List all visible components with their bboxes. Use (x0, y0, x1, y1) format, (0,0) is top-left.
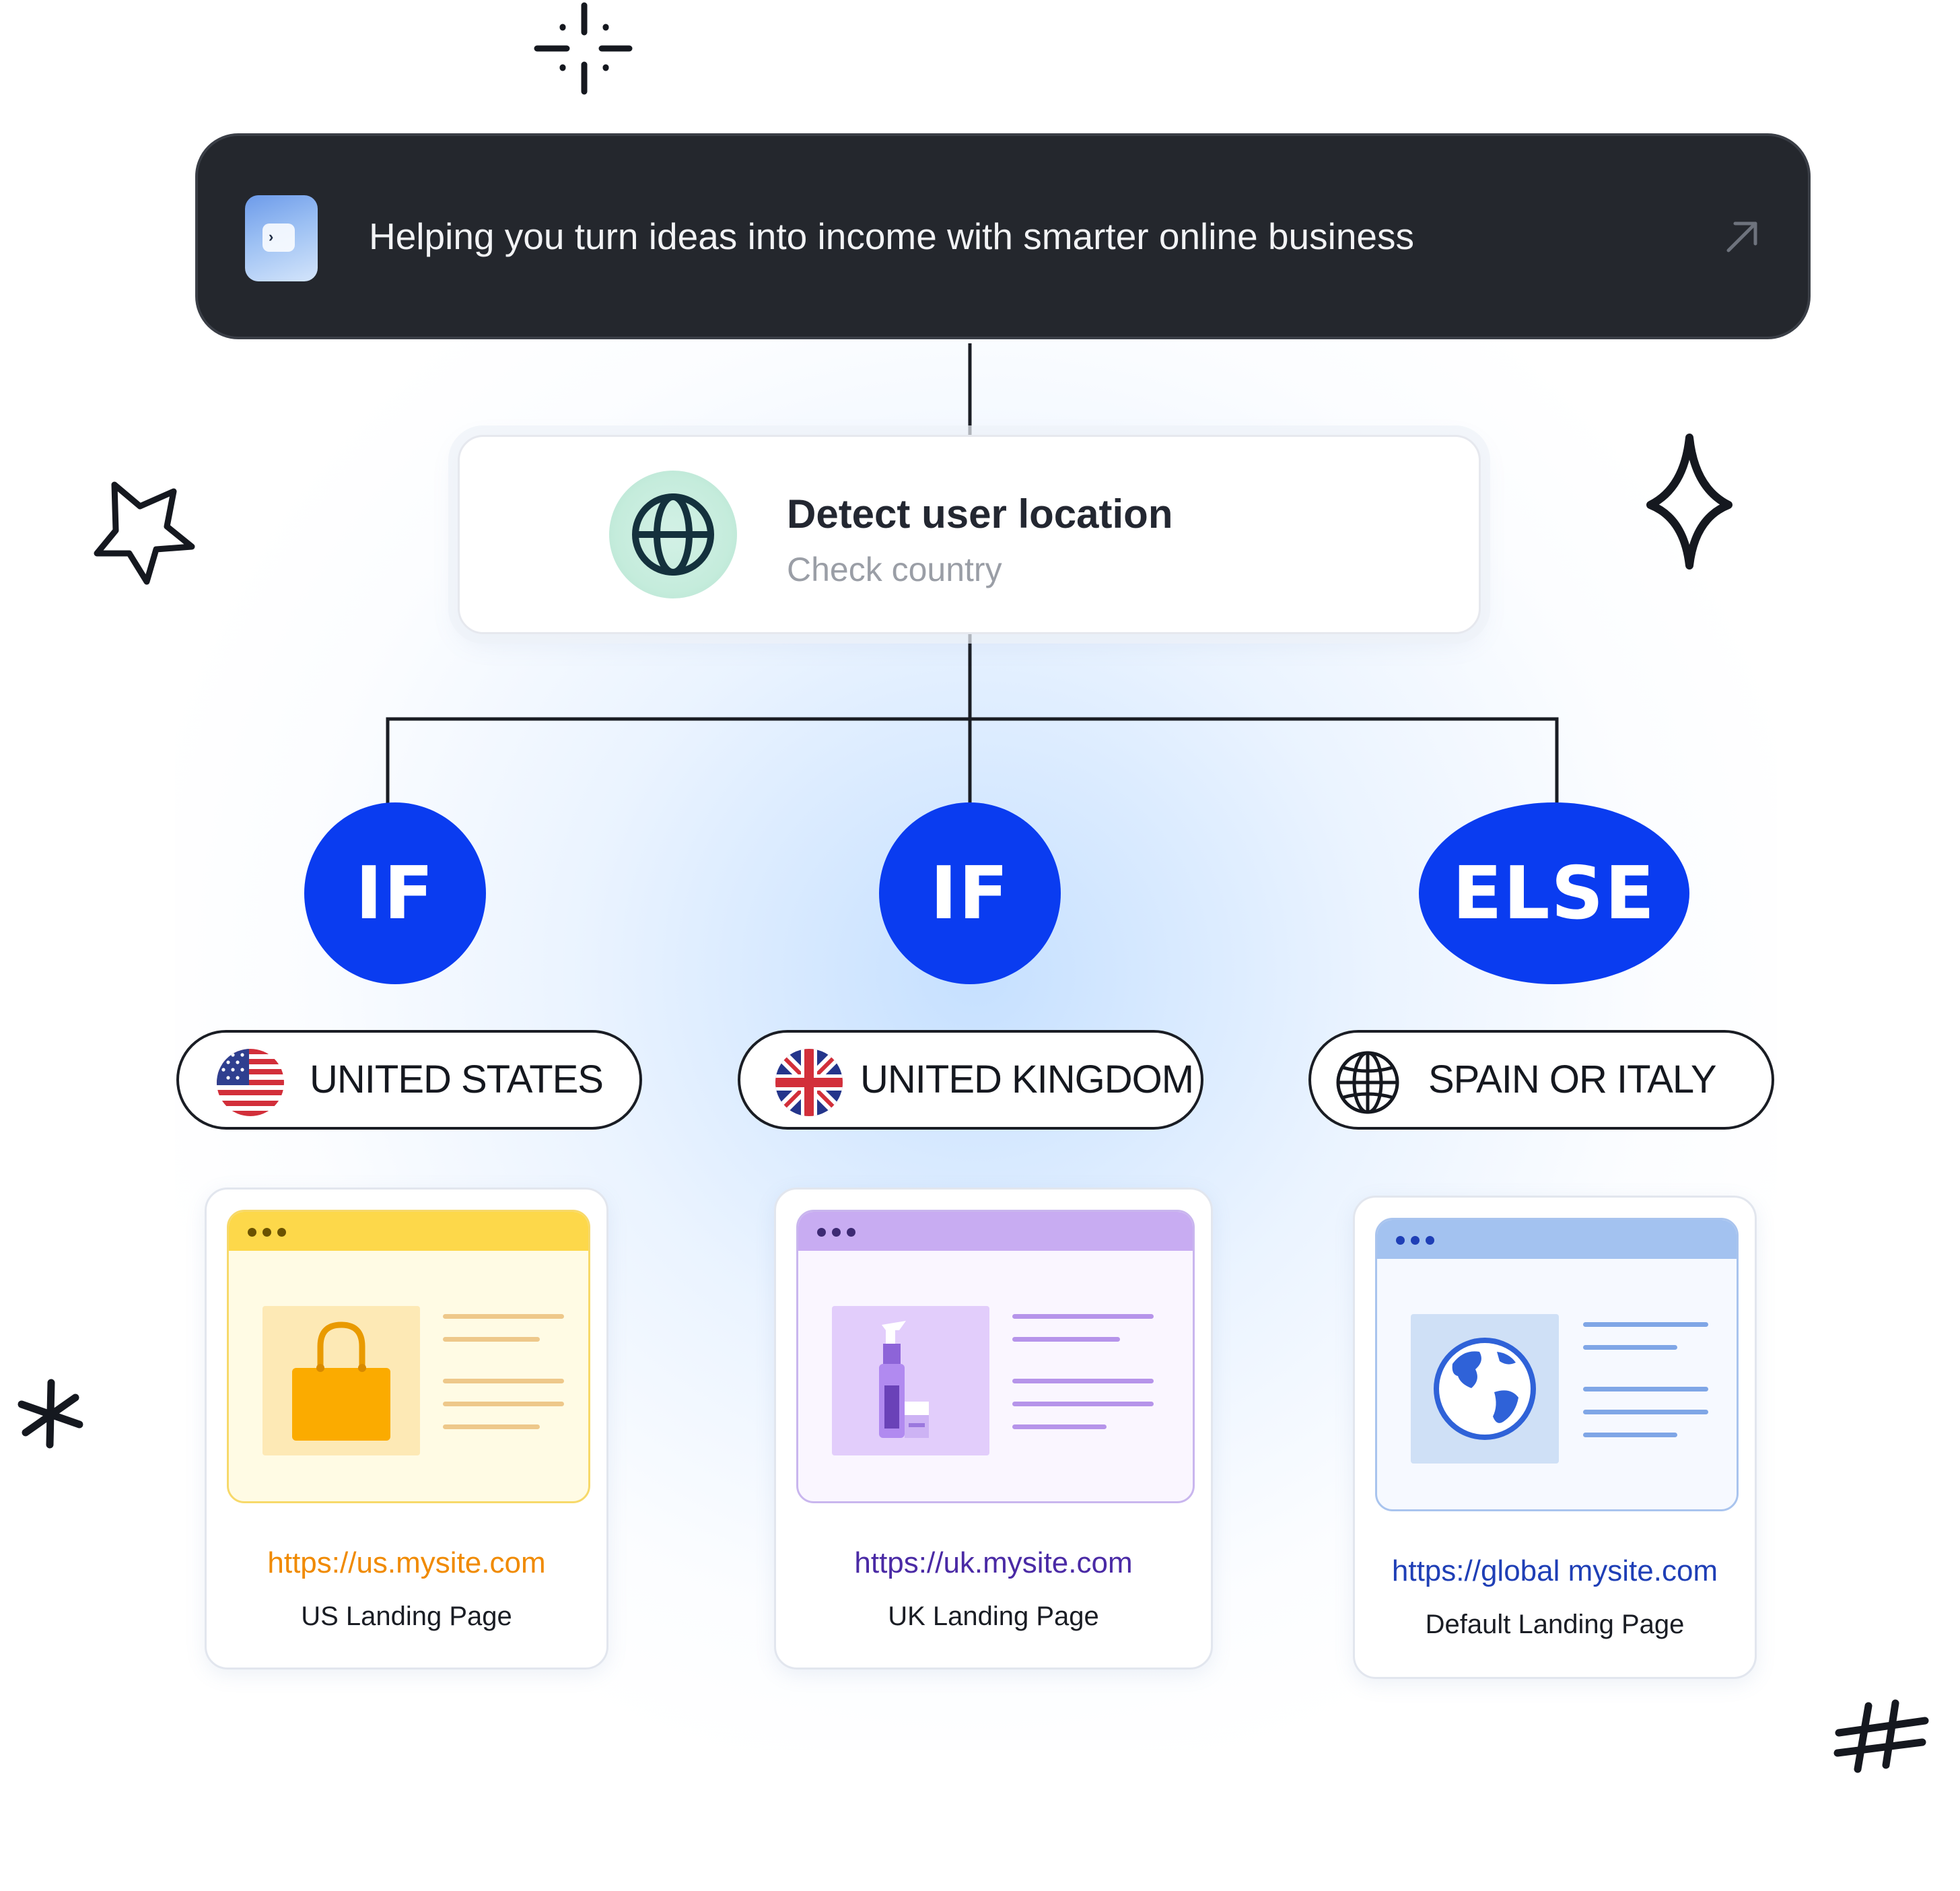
browser-bar (1377, 1220, 1737, 1259)
app-logo-icon: › (245, 195, 318, 281)
browser-mockup-us (227, 1210, 590, 1503)
shopping-bag-icon (292, 1321, 390, 1441)
country-label-us: UNITED STATES (310, 1058, 604, 1101)
browser-mockup-default (1375, 1218, 1739, 1511)
hashtag-icon (1833, 1699, 1929, 1773)
if-badge-us: IF (304, 802, 486, 984)
prompt-text: Helping you turn ideas into income with … (369, 215, 1415, 257)
hero-image (1411, 1314, 1559, 1464)
browser-bar (229, 1212, 588, 1251)
arrow-up-right-icon[interactable] (1723, 218, 1761, 256)
detect-title: Detect user location (787, 491, 1173, 537)
browser-bar (798, 1212, 1193, 1251)
landing-caption-default: Default Landing Page (1425, 1610, 1685, 1639)
landing-url-us[interactable]: https://us.mysite.com (267, 1546, 546, 1579)
landing-caption-uk: UK Landing Page (888, 1602, 1099, 1631)
globe-outline-icon (1336, 1051, 1399, 1114)
hero-image (832, 1306, 989, 1455)
landing-card-us[interactable]: https://us.mysite.com US Landing Page (205, 1188, 608, 1670)
country-pill-else[interactable]: SPAIN OR ITALY (1308, 1030, 1774, 1130)
browser-mockup-uk (796, 1210, 1195, 1503)
landing-caption-us: US Landing Page (301, 1602, 512, 1631)
else-badge: ELSE (1419, 802, 1689, 984)
detect-location-card[interactable]: Detect user location Check country (458, 435, 1481, 634)
landing-url-default[interactable]: https://global mysite.com (1391, 1554, 1718, 1587)
landing-card-uk[interactable]: https://uk.mysite.com UK Landing Page (774, 1188, 1213, 1670)
prompt-bar[interactable]: › Helping you turn ideas into income wit… (195, 133, 1811, 339)
cosmetics-bottle-icon (879, 1321, 929, 1438)
uk-flag-icon (775, 1049, 843, 1116)
earth-icon (1434, 1338, 1536, 1440)
if-badge-uk: IF (879, 802, 1061, 984)
country-pill-uk[interactable]: UNITED KINGDOM (738, 1030, 1203, 1130)
country-label-uk: UNITED KINGDOM (860, 1058, 1194, 1101)
hero-image (262, 1306, 420, 1455)
sparkle-burst-icon (534, 2, 633, 95)
country-label-else: SPAIN OR ITALY (1428, 1058, 1717, 1101)
landing-url-uk[interactable]: https://uk.mysite.com (854, 1546, 1133, 1579)
diamond-sparkle-icon (1646, 434, 1733, 570)
landing-card-default[interactable]: https://global mysite.com Default Landin… (1353, 1196, 1757, 1679)
country-pill-us[interactable]: UNITED STATES (176, 1030, 642, 1130)
detect-subtitle: Check country (787, 551, 1002, 588)
star-outline-icon (94, 481, 195, 585)
globe-icon (609, 471, 737, 598)
asterisk-icon (18, 1379, 83, 1449)
us-flag-icon (217, 1049, 284, 1116)
